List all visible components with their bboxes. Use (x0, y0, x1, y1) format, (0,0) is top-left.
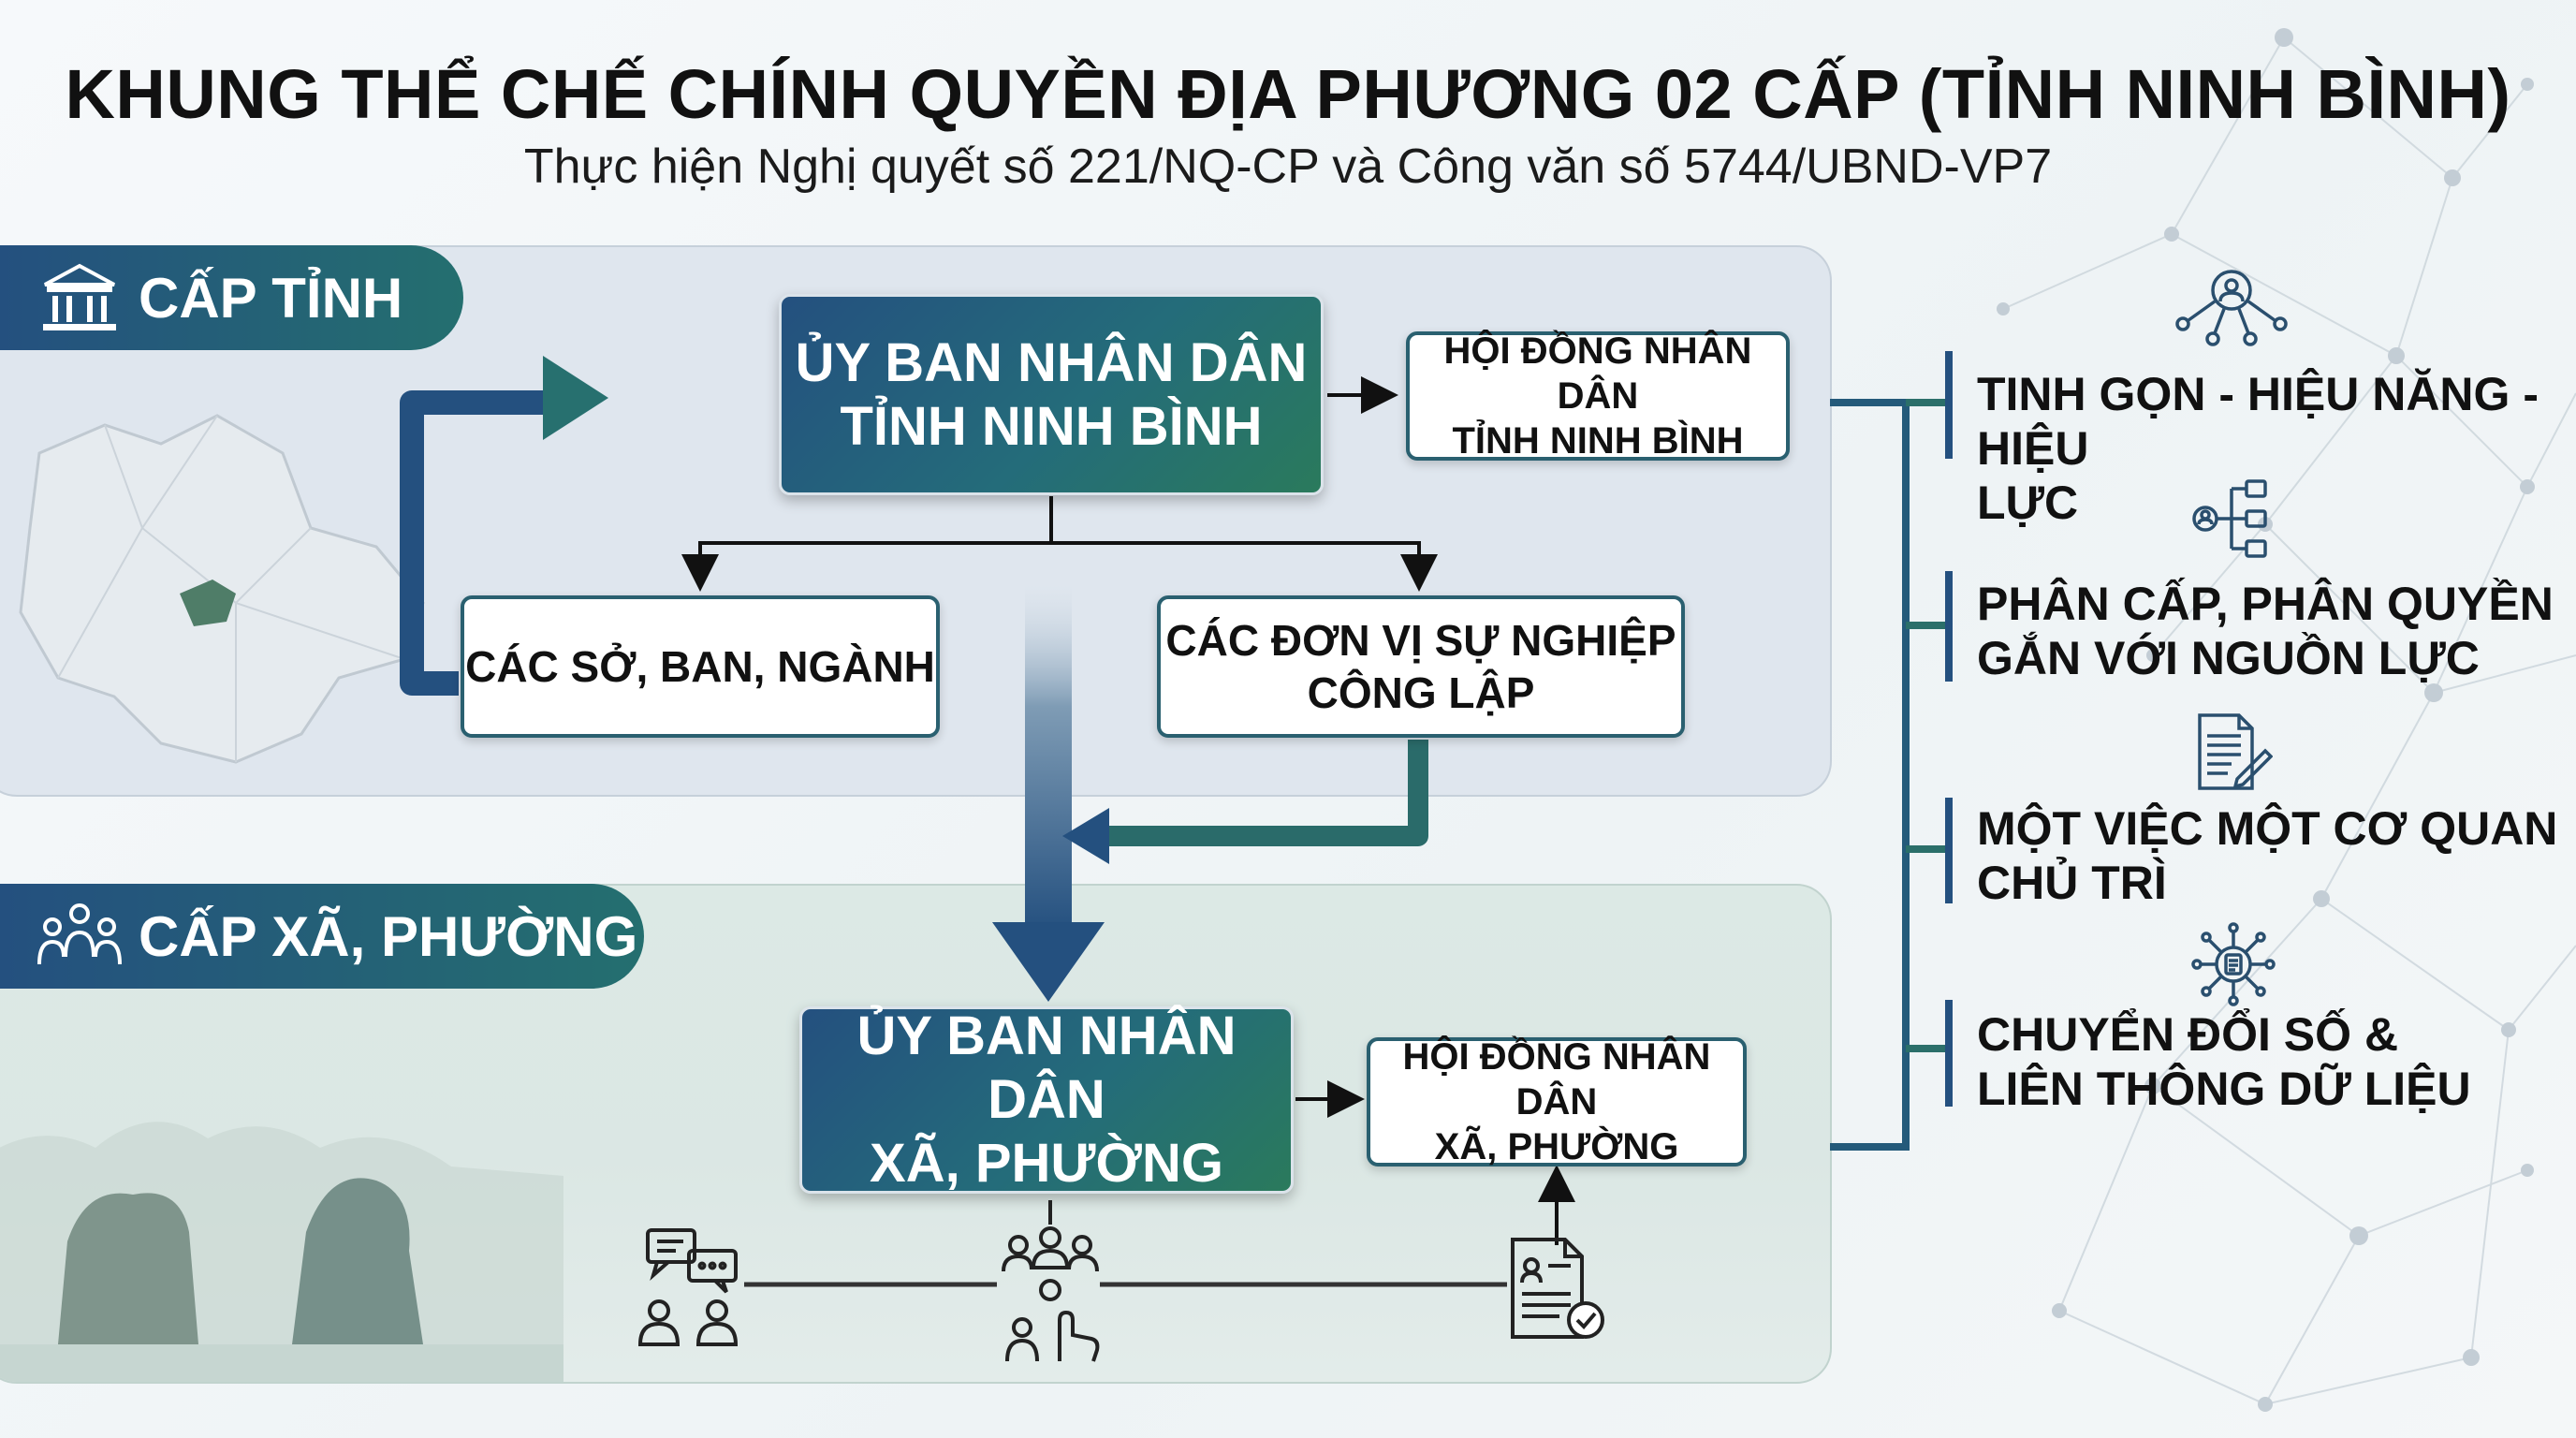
page-subtitle: Thực hiện Nghị quyết số 221/NQ-CP và Côn… (523, 139, 2053, 194)
province-map-icon (19, 414, 425, 764)
commune-council-line-2: XÃ, PHƯỜNG (1434, 1126, 1679, 1167)
commune-council-line-1: HỘI ĐỒNG NHÂN DÂN (1402, 1036, 1711, 1123)
commune-peoples-council-box: HỘI ĐỒNG NHÂN DÂN XÃ, PHƯỜNG (1367, 1036, 1747, 1167)
public-units-line-2: CÔNG LẬP (1307, 668, 1535, 717)
province-peoples-committee-box: ỦY BAN NHÂN DÂN TỈNH NINH BÌNH (779, 294, 1324, 495)
province-level-label: CẤP TỈNH (139, 266, 403, 330)
principle-digital-transformation: CHUYỂN ĐỔI SỐ & LIÊN THÔNG DỮ LIỆU (1977, 1007, 2471, 1116)
principle-decentralization: PHÂN CẤP, PHÂN QUYỀN GẮN VỚI NGUỒN LỰC (1977, 577, 2554, 685)
principle-4-line-1: CHUYỂN ĐỔI SỐ & (1977, 1008, 2399, 1061)
hierarchy-icon (2192, 479, 2267, 558)
principle-one-task-one-agency: MỘT VIỆC MỘT CƠ QUAN CHỦ TRÌ (1977, 801, 2557, 910)
principle-3-line-2: CHỦ TRÌ (1977, 857, 2167, 909)
government-building-icon (43, 263, 116, 330)
document-edit-icon (2198, 713, 2273, 790)
principle-streamlined: TINH GỌN - HIỆU NĂNG - HIỆU LỰC (1977, 367, 2576, 530)
commune-committee-line-2: XÃ, PHƯỜNG (870, 1133, 1223, 1194)
province-level-tab: CẤP TỈNH (0, 245, 463, 350)
public-service-units-box: CÁC ĐƠN VỊ SỰ NGHIỆP CÔNG LẬP (1157, 595, 1685, 738)
principle-1-line-1: TINH GỌN - HIỆU NĂNG - HIỆU (1977, 368, 2539, 475)
digital-data-icon (2191, 922, 2276, 1006)
province-council-line-2: TỈNH NINH BÌNH (1452, 420, 1744, 462)
commune-level-label: CẤP XÃ, PHƯỜNG (139, 904, 638, 968)
principle-3-line-1: MỘT VIỆC MỘT CƠ QUAN (1977, 802, 2558, 855)
network-user-icon (2175, 270, 2288, 346)
community-service-icon (1002, 1200, 1100, 1362)
commune-peoples-committee-box: ỦY BAN NHÂN DÂN XÃ, PHƯỜNG (799, 1005, 1294, 1194)
principle-2-line-1: PHÂN CẤP, PHÂN QUYỀN (1977, 578, 2554, 630)
page-title: KHUNG THỂ CHẾ CHÍNH QUYỀN ĐỊA PHƯƠNG 02 … (65, 55, 2511, 133)
principle-1-line-2: LỰC (1977, 477, 2079, 529)
province-committee-line-1: ỦY BAN NHÂN DÂN (795, 331, 1308, 393)
province-committee-line-2: TỈNH NINH BÌNH (840, 395, 1263, 457)
province-council-line-1: HỘI ĐỒNG NHÂN DÂN (1443, 330, 1752, 417)
departments-label: CÁC SỞ, BAN, NGÀNH (465, 642, 935, 691)
commune-committee-line-1: ỦY BAN NHÂN DÂN (856, 1005, 1237, 1130)
citizen-chat-icon (637, 1228, 739, 1346)
province-peoples-council-box: HỘI ĐỒNG NHÂN DÂN TỈNH NINH BÌNH (1406, 330, 1790, 462)
principle-2-line-2: GẮN VỚI NGUỒN LỰC (1977, 632, 2480, 684)
karst-landscape-icon (0, 1122, 564, 1382)
commune-level-tab: CẤP XÃ, PHƯỜNG (0, 884, 644, 989)
public-units-line-1: CÁC ĐƠN VỊ SỰ NGHIỆP (1165, 616, 1676, 665)
departments-box: CÁC SỞ, BAN, NGÀNH (461, 595, 940, 738)
approved-document-icon (1511, 1238, 1604, 1339)
people-group-icon (37, 903, 122, 965)
principle-4-line-2: LIÊN THÔNG DỮ LIỆU (1977, 1063, 2471, 1115)
